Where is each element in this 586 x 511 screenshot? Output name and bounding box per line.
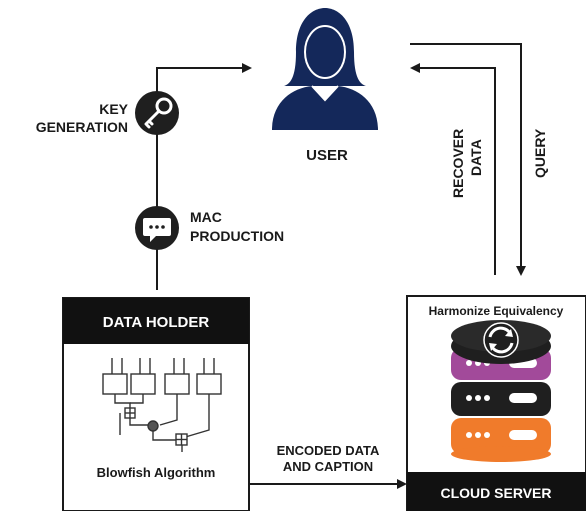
encoded-line2: AND CAPTION [283,459,373,474]
chat-icon [135,206,179,250]
cloud-server-header: Harmonize Equivalency [429,304,564,318]
cloud-server-title: CLOUD SERVER [441,485,552,501]
query-arrow [410,43,526,276]
sync-icon [483,322,519,358]
mac-production-line1: MAC [190,209,222,225]
blowfish-label: Blowfish Algorithm [97,465,216,480]
key-generation-line1: KEY [99,101,128,117]
key-icon [135,91,179,135]
user-icon [272,8,378,130]
recover-arrow [410,63,496,275]
query-label: QUERY [532,128,548,178]
user-label: USER [306,147,348,164]
data-holder-title: DATA HOLDER [103,314,210,331]
database-icon [451,320,551,462]
key-generation-line2: GENERATION [36,119,128,135]
data-holder-box [62,297,250,511]
encoded-line1: ENCODED DATA [277,443,380,458]
recover-data-line2: DATA [468,139,484,176]
blowfish-diagram [102,358,222,452]
recover-data-line1: RECOVER [450,129,466,198]
mac-production-line2: PRODUCTION [190,228,284,244]
